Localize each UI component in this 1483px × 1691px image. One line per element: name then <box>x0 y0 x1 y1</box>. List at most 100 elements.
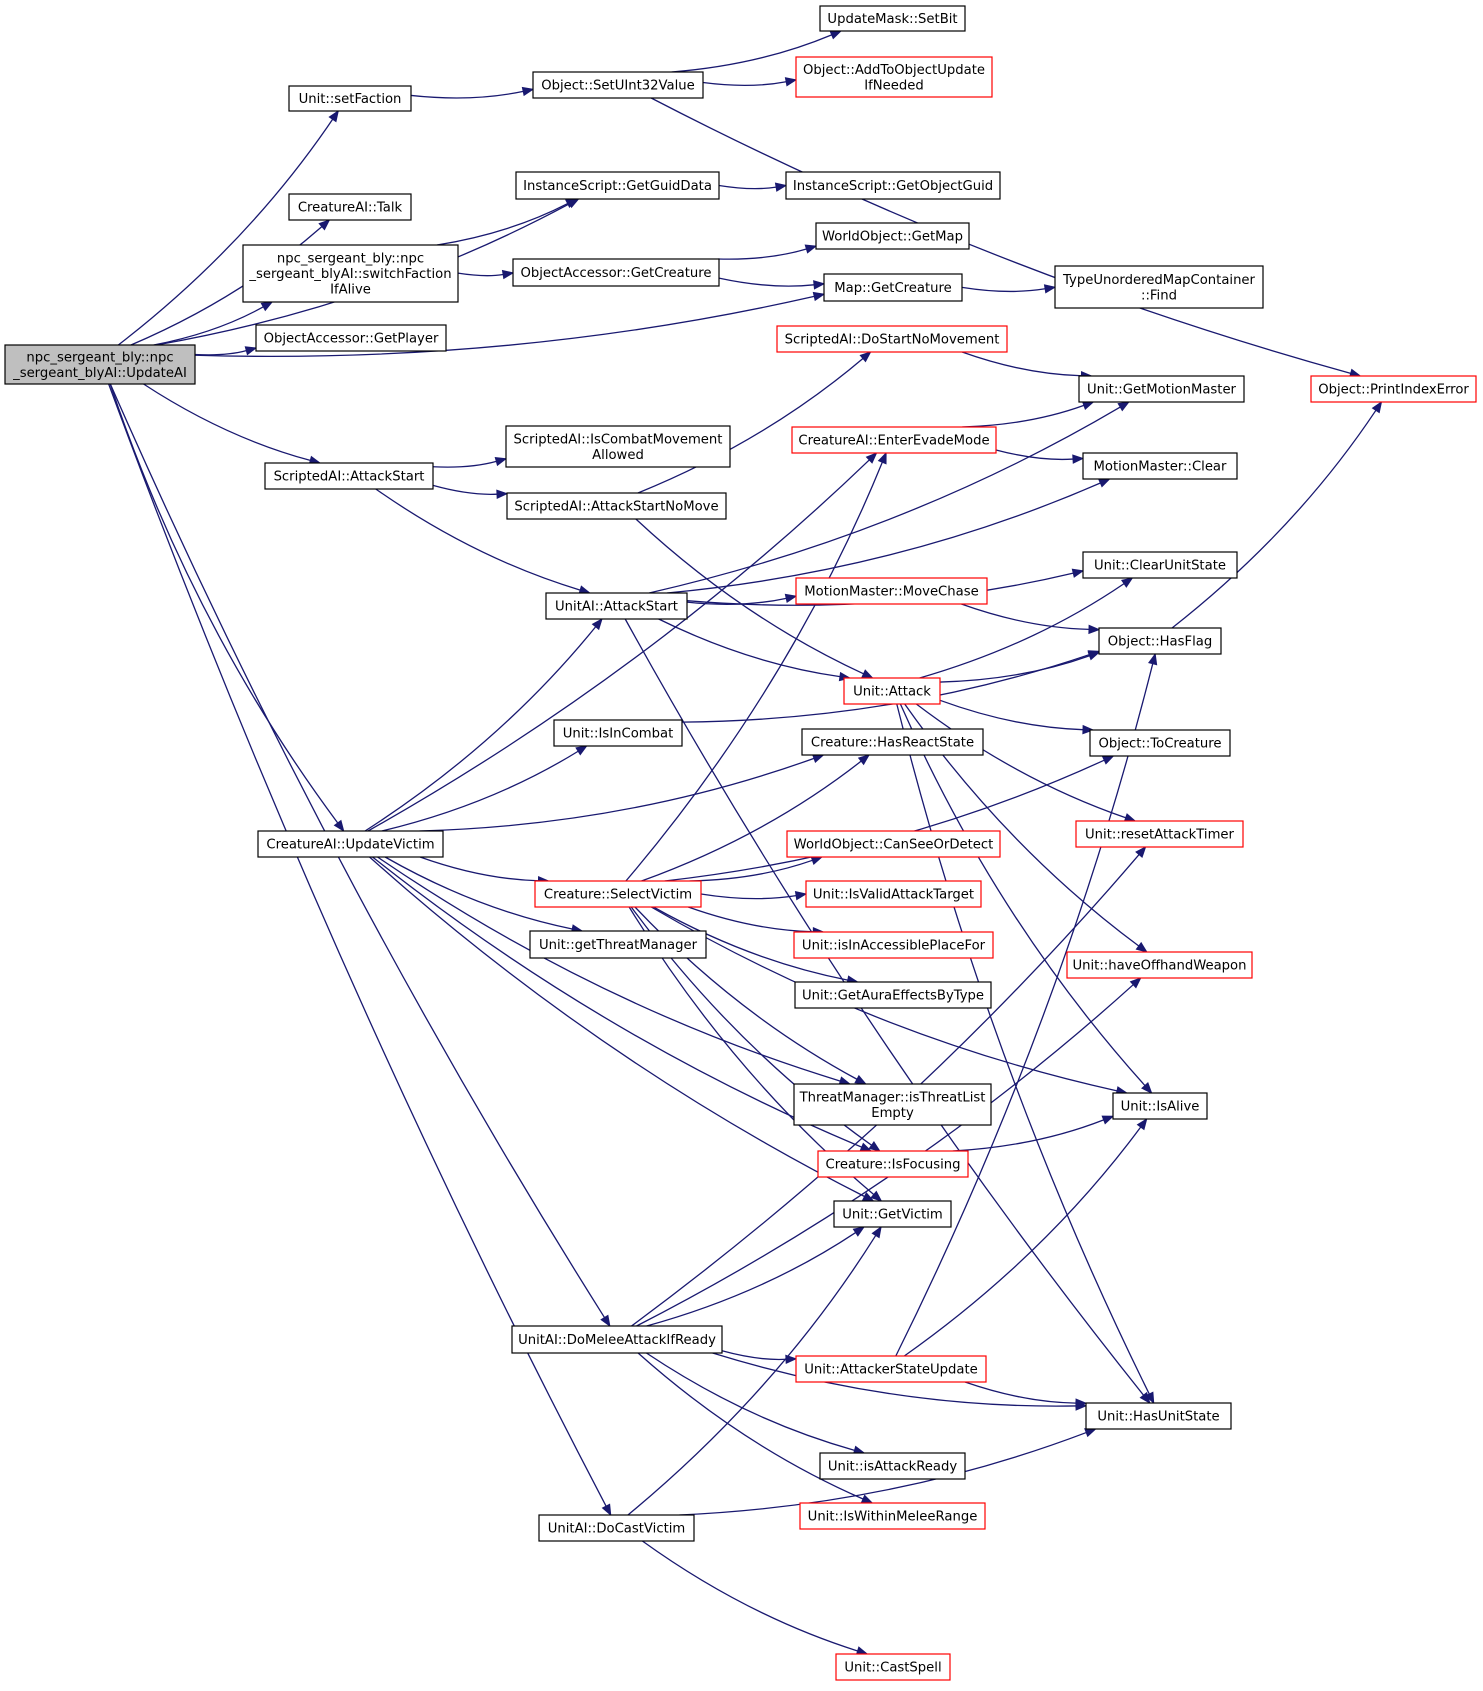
call-edge-saAttackStart-to-isCombatMoveAllowed <box>432 456 508 468</box>
function-label: MotionMaster::MoveChase <box>804 585 978 600</box>
call-edge-updateVictim-to-getVictim <box>369 856 875 1202</box>
function-node-hasReactState[interactable]: Creature::HasReactState <box>801 728 984 756</box>
function-label: Map::GetCreature <box>834 281 952 296</box>
function-label: Unit::IsWithinMeleeRange <box>808 1510 978 1525</box>
function-node-isValidAttackTarget[interactable]: Unit::IsValidAttackTarget <box>805 880 982 908</box>
function-node-clearUnitState[interactable]: Unit::ClearUnitState <box>1082 551 1238 579</box>
function-node-hasUnitState[interactable]: Unit::HasUnitState <box>1085 1402 1232 1430</box>
function-node-root[interactable]: npc_sergeant_bly::npc_sergeant_blyAI::Up… <box>4 344 196 385</box>
function-label: Creature::IsFocusing <box>825 1158 960 1173</box>
function-node-doCastVictim[interactable]: UnitAI::DoCastVictim <box>538 1514 695 1542</box>
function-label: CreatureAI::EnterEvadeMode <box>798 434 989 449</box>
function-node-updateVictim[interactable]: CreatureAI::UpdateVictim <box>257 830 444 858</box>
function-node-toCreature[interactable]: Object::ToCreature <box>1089 729 1231 757</box>
function-node-attackerStateUpdate[interactable]: Unit::AttackerStateUpdate <box>795 1355 987 1383</box>
function-node-getMotionMaster[interactable]: Unit::GetMotionMaster <box>1078 375 1245 403</box>
function-node-mmClear[interactable]: MotionMaster::Clear <box>1082 452 1238 480</box>
function-node-attackStartNoMove[interactable]: ScriptedAI::AttackStartNoMove <box>506 492 727 520</box>
function-label: Unit::getThreatManager <box>539 938 698 953</box>
function-node-doMelee[interactable]: UnitAI::DoMeleeAttackIfReady <box>511 1325 723 1354</box>
function-node-saAttackStart[interactable]: ScriptedAI::AttackStart <box>264 462 434 490</box>
call-edge-uaAttackStart-to-unitAttack <box>658 618 852 682</box>
call-edge-updateVictim-to-enterEvade <box>367 452 878 832</box>
function-label: _sergeant_blyAI::UpdateAI <box>12 366 187 381</box>
function-label: Unit::IsAlive <box>1121 1100 1200 1115</box>
function-node-talk[interactable]: CreatureAI::Talk <box>288 193 412 221</box>
call-edge-attackStartNoMove-to-doStartNoMove <box>637 351 872 494</box>
function-label: Creature::SelectVictim <box>544 888 692 903</box>
function-node-getVictim[interactable]: Unit::GetVictim <box>833 1200 952 1228</box>
call-edge-selectVictim-to-isValidAttackTarget <box>700 890 808 901</box>
function-node-isWithinMelee[interactable]: Unit::IsWithinMeleeRange <box>799 1502 986 1530</box>
function-node-isAttackReady[interactable]: Unit::isAttackReady <box>819 1452 966 1480</box>
call-edge-root-to-switchFaction <box>153 301 274 346</box>
function-label: Unit::isInAccessiblePlaceFor <box>802 939 986 954</box>
call-edge-doCastVictim-to-hasUnitState <box>679 1428 1097 1516</box>
function-node-getObjectGuid[interactable]: InstanceScript::GetObjectGuid <box>785 171 1001 200</box>
function-node-hasFlag[interactable]: Object::HasFlag <box>1098 627 1222 655</box>
function-node-isAlive[interactable]: Unit::IsAlive <box>1112 1092 1208 1120</box>
function-node-getMap[interactable]: WorldObject::GetMap <box>815 222 970 250</box>
function-label: Object::PrintIndexError <box>1318 383 1469 398</box>
call-edge-doMelee-to-isWithinMelee <box>637 1352 874 1504</box>
function-node-getThreatManager[interactable]: Unit::getThreatManager <box>529 930 707 959</box>
call-edge-uaAttackStart-to-moveChase <box>686 593 798 605</box>
function-label: UnitAI::DoMeleeAttackIfReady <box>518 1333 716 1348</box>
function-node-getPlayer[interactable]: ObjectAccessor::GetPlayer <box>255 324 447 352</box>
function-label: npc_sergeant_bly::npc <box>277 252 424 267</box>
function-node-getGuidData[interactable]: InstanceScript::GetGuidData <box>515 171 720 200</box>
function-node-unitAttack[interactable]: Unit::Attack <box>843 677 941 705</box>
function-label: InstanceScript::GetObjectGuid <box>793 179 993 194</box>
function-label: Unit::ClearUnitState <box>1094 559 1226 574</box>
function-label: ObjectAccessor::GetCreature <box>520 266 711 281</box>
function-node-oaGetCreature[interactable]: ObjectAccessor::GetCreature <box>512 258 720 287</box>
call-edge-doMelee-to-attackerStateUpdate <box>721 1350 798 1365</box>
function-node-isInCombat[interactable]: Unit::IsInCombat <box>553 719 683 747</box>
function-label: WorldObject::CanSeeOrDetect <box>794 838 994 853</box>
function-node-resetAttackTimer[interactable]: Unit::resetAttackTimer <box>1075 820 1244 848</box>
function-node-enterEvade[interactable]: CreatureAI::EnterEvadeMode <box>791 426 997 454</box>
function-node-getAuraEffects[interactable]: Unit::GetAuraEffectsByType <box>794 981 992 1009</box>
function-node-doStartNoMove[interactable]: ScriptedAI::DoStartNoMovement <box>776 325 1008 353</box>
call-edge-doStartNoMove-to-getMotionMaster <box>961 351 1093 381</box>
function-label: Empty <box>871 1106 914 1121</box>
call-edge-mapGetCreature-to-tumcFind <box>961 284 1057 294</box>
function-node-moveChase[interactable]: MotionMaster::MoveChase <box>795 577 988 605</box>
call-edge-unitAttack-to-hasUnitState <box>896 703 1155 1405</box>
function-node-mapGetCreature[interactable]: Map::GetCreature <box>823 273 963 302</box>
function-label: Creature::HasReactState <box>811 736 974 751</box>
call-edge-selectVictim-to-hasReactState <box>641 754 871 882</box>
function-label: Allowed <box>592 448 644 463</box>
function-node-setUInt32[interactable]: Object::SetUInt32Value <box>532 71 704 99</box>
function-label: Object::HasFlag <box>1108 635 1212 650</box>
function-node-uaAttackStart[interactable]: UnitAI::AttackStart <box>545 592 688 620</box>
call-edge-oaGetCreature-to-getMap <box>718 244 818 260</box>
function-node-printIndexError[interactable]: Object::PrintIndexError <box>1310 375 1477 403</box>
function-node-isInAccessiblePlace[interactable]: Unit::isInAccessiblePlaceFor <box>793 931 994 959</box>
function-label: ::Find <box>1141 288 1177 303</box>
function-node-setFaction[interactable]: Unit::setFaction <box>288 85 412 112</box>
function-label: IfNeeded <box>864 78 923 93</box>
function-node-castSpell[interactable]: Unit::CastSpell <box>835 1653 951 1681</box>
call-edge-root-to-doMelee <box>109 383 611 1328</box>
function-label: IfAlive <box>330 283 371 298</box>
function-node-isFocusing[interactable]: Creature::IsFocusing <box>817 1150 969 1178</box>
call-edge-setUInt32-to-addToObjUpd <box>702 77 798 87</box>
function-label: ScriptedAI::AttackStart <box>274 470 425 485</box>
function-label: Unit::setFaction <box>299 92 402 107</box>
call-edge-root-to-talk <box>130 219 331 346</box>
function-label: ThreatManager::isThreatList <box>799 1090 986 1105</box>
function-node-selectVictim[interactable]: Creature::SelectVictim <box>534 880 702 908</box>
call-edge-updateVictim-to-selectVictim <box>419 856 550 886</box>
function-node-switchFaction[interactable]: npc_sergeant_bly::npc_sergeant_blyAI::sw… <box>242 244 459 303</box>
function-node-setBit[interactable]: UpdateMask::SetBit <box>819 5 966 32</box>
function-node-tumcFind[interactable]: TypeUnorderedMapContainer::Find <box>1054 265 1264 309</box>
function-node-haveOffhand[interactable]: Unit::haveOffhandWeapon <box>1066 951 1253 979</box>
function-node-canSeeOrDetect[interactable]: WorldObject::CanSeeOrDetect <box>786 830 1001 858</box>
call-edge-getGuidData-to-getObjectGuid <box>718 182 788 192</box>
call-edge-unitAttack-to-clearUnitState <box>919 577 1134 679</box>
